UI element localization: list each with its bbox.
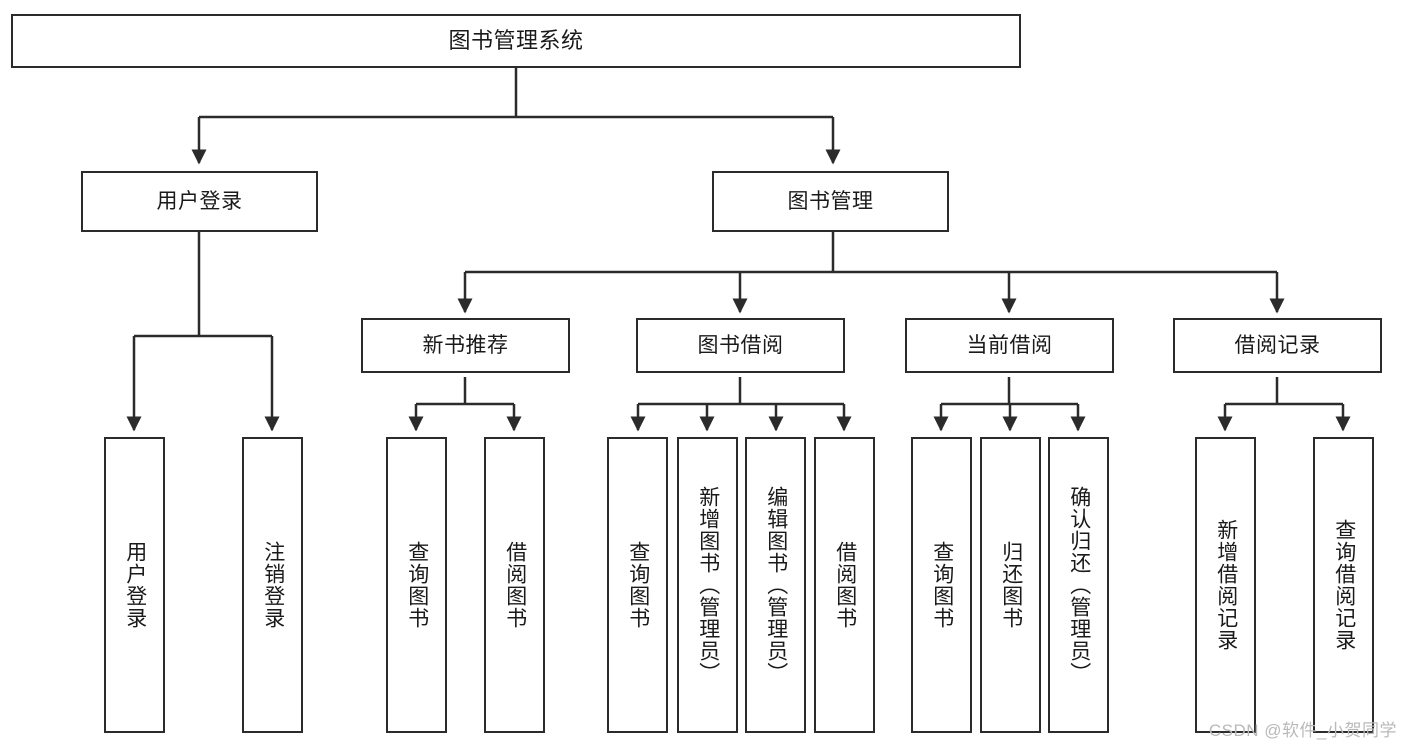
node-label: 编辑图书（管理员） bbox=[764, 486, 788, 684]
node-label: 用户登录 bbox=[123, 541, 147, 629]
node-root[interactable]: 图书管理系统 bbox=[11, 14, 1021, 68]
leaf-book-borrow-query[interactable]: 查询图书 bbox=[607, 437, 668, 733]
node-user-login[interactable]: 用户登录 bbox=[81, 171, 318, 232]
leaf-book-borrow-edit[interactable]: 编辑图书（管理员） bbox=[745, 437, 806, 733]
node-label: 图书管理系统 bbox=[448, 27, 584, 53]
node-label: 图书借阅 bbox=[697, 333, 784, 357]
node-label: 确认归还（管理员） bbox=[1067, 486, 1091, 684]
leaf-new-book-query[interactable]: 查询图书 bbox=[386, 437, 447, 733]
node-label: 查询借阅记录 bbox=[1332, 519, 1356, 651]
leaf-borrow-record-query[interactable]: 查询借阅记录 bbox=[1313, 437, 1374, 733]
leaf-current-borrow-confirm[interactable]: 确认归还（管理员） bbox=[1048, 437, 1109, 733]
leaf-current-borrow-return[interactable]: 归还图书 bbox=[980, 437, 1041, 733]
leaf-user-login-logout[interactable]: 注销登录 bbox=[242, 437, 303, 733]
leaf-new-book-borrow[interactable]: 借阅图书 bbox=[484, 437, 545, 733]
node-label: 图书管理 bbox=[787, 189, 874, 213]
node-label: 新增图书（管理员） bbox=[696, 486, 720, 684]
node-label: 查询图书 bbox=[626, 541, 650, 629]
node-label: 新书推荐 bbox=[422, 333, 509, 357]
node-label: 借阅图书 bbox=[833, 541, 857, 629]
node-label: 查询图书 bbox=[930, 541, 954, 629]
node-label: 借阅记录 bbox=[1234, 333, 1321, 357]
node-label: 注销登录 bbox=[261, 541, 285, 629]
node-current-borrow[interactable]: 当前借阅 bbox=[905, 318, 1114, 373]
leaf-current-borrow-query[interactable]: 查询图书 bbox=[911, 437, 972, 733]
node-book-borrow[interactable]: 图书借阅 bbox=[636, 318, 845, 373]
leaf-user-login-login[interactable]: 用户登录 bbox=[104, 437, 165, 733]
node-label: 新增借阅记录 bbox=[1214, 519, 1238, 651]
leaf-borrow-record-add[interactable]: 新增借阅记录 bbox=[1195, 437, 1256, 733]
leaf-book-borrow-add[interactable]: 新增图书（管理员） bbox=[677, 437, 738, 733]
node-label: 查询图书 bbox=[405, 541, 429, 629]
watermark: CSDN @软件_小贺同学 bbox=[1208, 721, 1397, 740]
node-label: 当前借阅 bbox=[966, 333, 1053, 357]
node-new-book-recommend[interactable]: 新书推荐 bbox=[361, 318, 570, 373]
node-label: 借阅图书 bbox=[503, 541, 527, 629]
node-book-management[interactable]: 图书管理 bbox=[712, 171, 949, 232]
leaf-book-borrow-borrow[interactable]: 借阅图书 bbox=[814, 437, 875, 733]
node-label: 归还图书 bbox=[999, 541, 1023, 629]
node-borrow-records[interactable]: 借阅记录 bbox=[1173, 318, 1382, 373]
node-label: 用户登录 bbox=[156, 189, 243, 213]
